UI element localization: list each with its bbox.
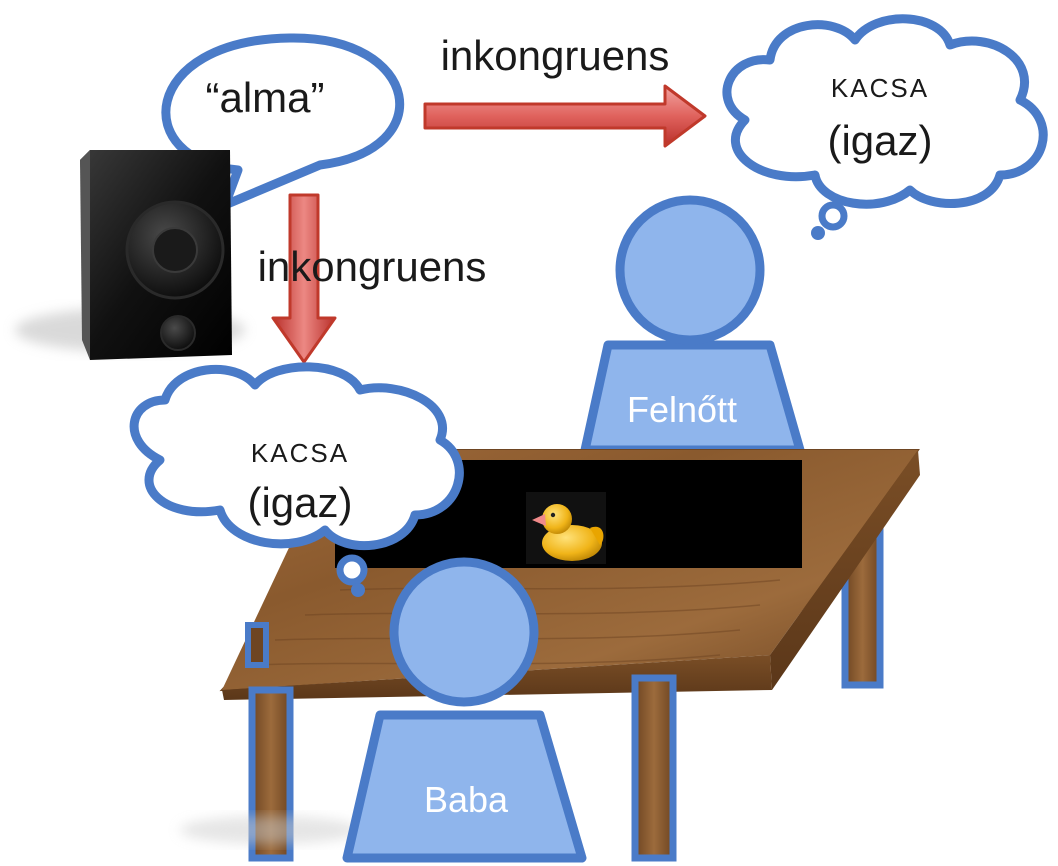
adult-thought-line1: KACSA xyxy=(831,73,929,103)
rubber-duck-icon xyxy=(526,492,606,564)
baby-thought-line2: (igaz) xyxy=(247,479,352,526)
adult-label: Felnőtt xyxy=(627,389,737,430)
arrow-down: inkongruens xyxy=(258,193,487,364)
baby-thought-cloud: KACSA (igaz) xyxy=(129,362,464,597)
baby-figure: Baba xyxy=(180,557,587,863)
arrow-right-label: inkongruens xyxy=(441,32,670,79)
arrow-down-label: inkongruens xyxy=(258,243,487,290)
baby-thought-line1: KACSA xyxy=(251,438,349,468)
adult-thought-line2: (igaz) xyxy=(827,117,932,164)
baby-label: Baba xyxy=(424,779,509,820)
speech-bubble-text: “alma” xyxy=(205,74,324,121)
adult-figure: Felnőtt xyxy=(580,195,805,455)
adult-thought-cloud: KACSA (igaz) xyxy=(722,14,1048,240)
arrow-right: inkongruens xyxy=(423,32,707,148)
loudspeaker-icon xyxy=(15,150,245,360)
